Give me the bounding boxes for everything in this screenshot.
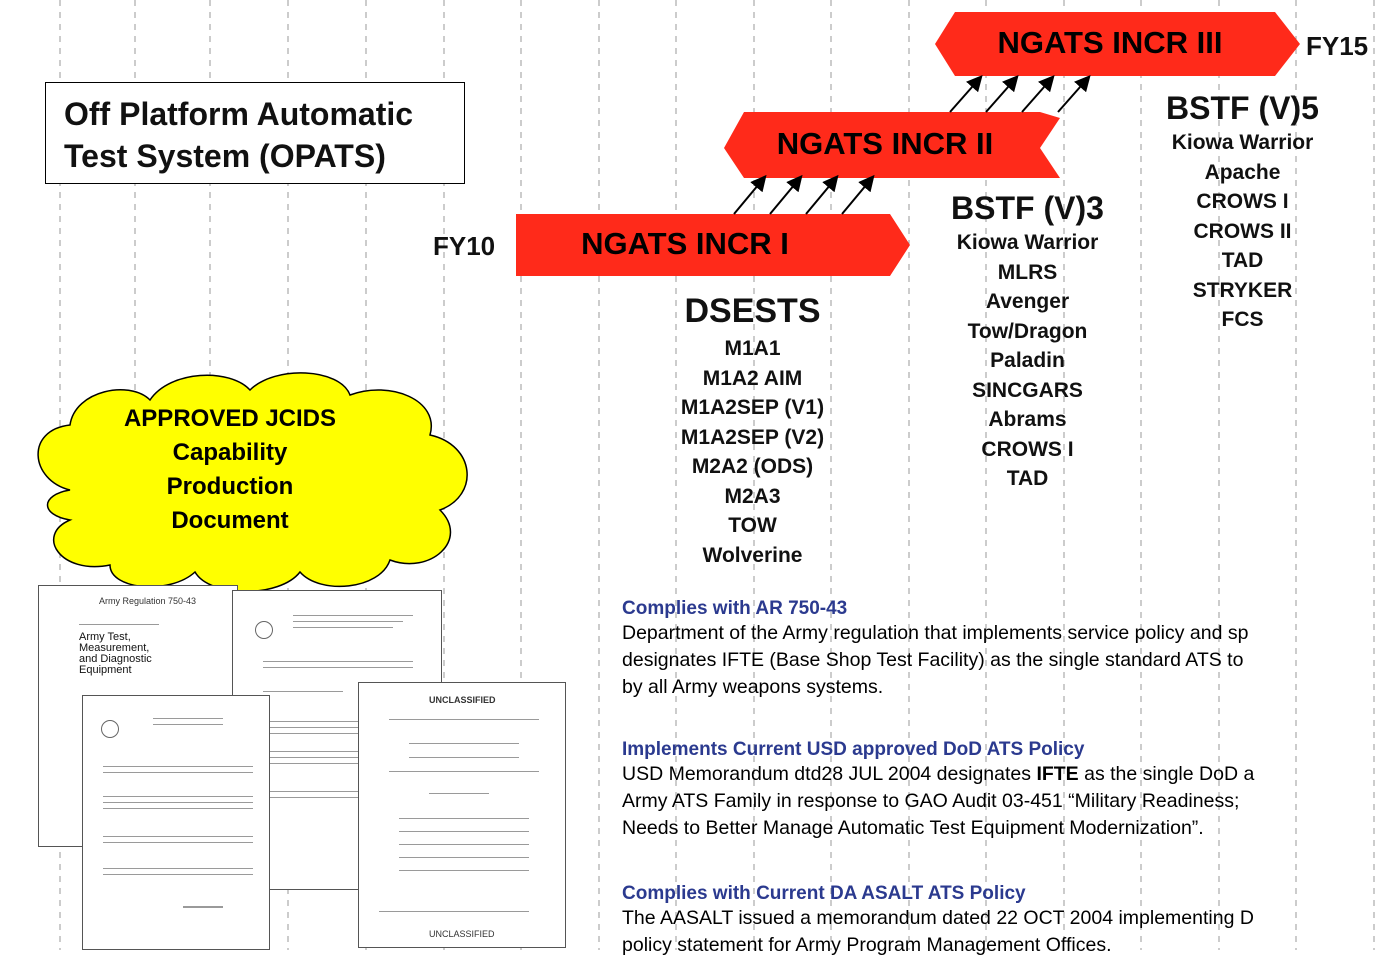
list-item: Tow/Dragon xyxy=(967,319,1088,343)
section-line: policy statement for Army Program Manage… xyxy=(622,934,1112,956)
list-item: Kiowa Warrior xyxy=(1171,131,1314,154)
ifte-emphasis: IFTE xyxy=(1036,763,1079,785)
list-item: M1A2SEP (V2) xyxy=(680,425,825,449)
list-item: FCS xyxy=(1221,308,1264,331)
list-item: TOW xyxy=(728,514,777,537)
list-item: Apache xyxy=(1204,160,1281,184)
list-item: Wolverine xyxy=(702,543,803,567)
doc-title-line: Army Test, xyxy=(79,631,131,643)
dsests-list: DSESTS M1A1 M1A2 AIM M1A2SEP (V1) M1A2SE… xyxy=(640,290,865,570)
section-heading: Complies with AR 750-43 xyxy=(622,598,848,619)
section-line: by all Army weapons systems. xyxy=(622,676,884,698)
doc-title-line: Equipment xyxy=(79,664,132,676)
doc-header: UNCLASSIFIED xyxy=(429,695,496,705)
dsests-title: DSESTS xyxy=(684,292,821,330)
section-asalt-policy: Complies with Current DA ASALT ATS Polic… xyxy=(622,883,1254,959)
bstf-v3-title: BSTF (V)3 xyxy=(951,190,1104,226)
list-item: M1A1 xyxy=(724,337,781,360)
doc-header: Army Regulation 750-43 xyxy=(99,596,197,606)
list-item: Avenger xyxy=(985,290,1070,313)
section-usd-policy: Implements Current USD approved DoD ATS … xyxy=(622,739,1254,842)
seal-icon xyxy=(255,621,273,639)
list-item: STRYKER xyxy=(1192,278,1293,302)
list-item: CROWS I xyxy=(1196,190,1289,213)
section-line: Army ATS Family in response to GAO Audit… xyxy=(622,790,1240,812)
section-ar750: Complies with AR 750-43 Department of th… xyxy=(622,598,1248,701)
list-item: MLRS xyxy=(997,260,1058,284)
list-item: Paladin xyxy=(990,349,1065,372)
list-item: SINCGARS xyxy=(972,378,1083,402)
cloud-text: APPROVED JCIDS Capability Production Doc… xyxy=(70,402,390,538)
list-item: TAD xyxy=(1221,249,1264,272)
doc-title-line: Measurement, xyxy=(79,642,150,654)
incr1-bar xyxy=(516,214,910,276)
section-heading: Complies with Current DA ASALT ATS Polic… xyxy=(622,883,1026,904)
incr3-bar xyxy=(935,12,1300,76)
incr2-bar xyxy=(724,112,1060,178)
bstf-v5-title: BSTF (V)5 xyxy=(1166,90,1319,126)
section-line: Department of the Army regulation that i… xyxy=(622,622,1249,644)
section-line: The AASALT issued a memorandum dated 22 … xyxy=(622,907,1254,929)
section-line: designates IFTE (Base Shop Test Facility… xyxy=(622,649,1244,671)
doc-footer: UNCLASSIFIED xyxy=(429,929,495,939)
section-heading: Implements Current USD approved DoD ATS … xyxy=(622,739,1085,760)
list-item: CROWS I xyxy=(981,437,1074,461)
classified-document: UNCLASSIFIED UNCLASSIFIED xyxy=(358,682,566,948)
list-item: M1A2SEP (V1) xyxy=(680,396,825,419)
doc-title: Army Test, Measurement, and Diagnostic E… xyxy=(79,632,152,676)
cloud-line: Capability xyxy=(172,439,288,466)
incr2-label: NGATS INCR II xyxy=(776,126,994,161)
section-line: USD Memorandum dtd28 JUL 2004 designates… xyxy=(622,761,1254,788)
list-item: CROWS II xyxy=(1193,219,1292,243)
title-line-2: Test System (OPATS) xyxy=(64,138,386,174)
usd-memorandum-document xyxy=(82,695,270,950)
increment-arrows xyxy=(516,12,1300,276)
list-item: M2A3 xyxy=(724,484,781,508)
cloud-line: Document xyxy=(171,507,289,534)
bstf-v3-list: BSTF (V)3 Kiowa Warrior MLRS Avenger Tow… xyxy=(915,188,1140,494)
title-line-1: Off Platform Automatic xyxy=(64,96,414,132)
title-box: Off Platform Automatic Test System (OPAT… xyxy=(45,82,465,184)
cloud-line: APPROVED JCIDS xyxy=(123,405,337,432)
fy-start-label: FY10 xyxy=(433,231,496,261)
incr1-label: NGATS INCR I xyxy=(581,226,789,261)
section-text: USD Memorandum dtd28 JUL 2004 designates xyxy=(622,763,1037,785)
list-item: M2A2 (ODS) xyxy=(691,455,814,478)
list-item: M1A2 AIM xyxy=(702,366,803,390)
seal-icon xyxy=(101,720,119,738)
fy-end-label: FY15 xyxy=(1306,31,1369,61)
doc-title-line: and Diagnostic xyxy=(79,653,152,665)
list-item: Kiowa Warrior xyxy=(956,231,1099,254)
list-item: TAD xyxy=(1006,467,1049,490)
list-item: Abrams xyxy=(988,408,1067,431)
section-line: Needs to Better Manage Automatic Test Eq… xyxy=(622,817,1204,839)
incr3-label: NGATS INCR III xyxy=(997,25,1223,60)
cloud-line: Production xyxy=(166,473,294,500)
section-text: as the single DoD a xyxy=(1078,763,1255,785)
cloud-shape xyxy=(37,372,468,593)
bstf-v5-list: BSTF (V)5 Kiowa Warrior Apache CROWS I C… xyxy=(1130,88,1355,335)
